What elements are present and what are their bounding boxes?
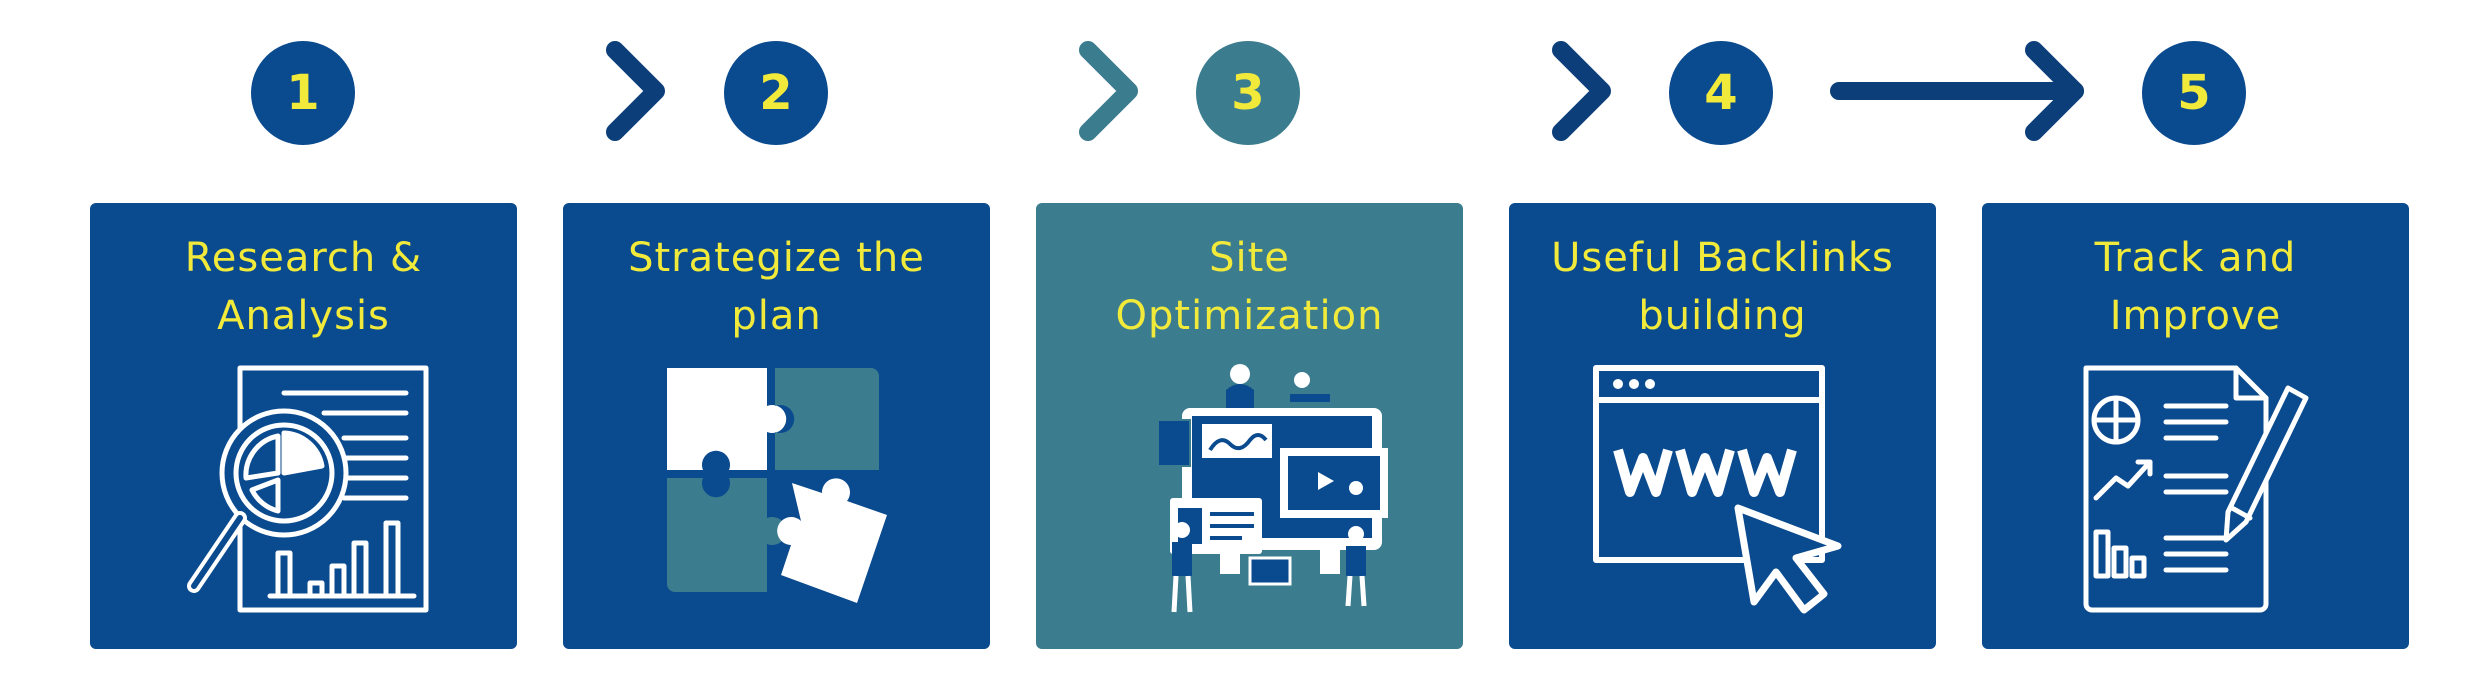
step-4-number-circle: 4 — [1669, 41, 1773, 145]
arrow-4-to-5-icon — [1830, 41, 2084, 141]
step-1-number-circle: 1 — [251, 41, 355, 145]
magnifier-report-icon — [186, 365, 428, 613]
step-1-card: Research & Analysis — [90, 203, 517, 649]
step-4-number: 4 — [1704, 65, 1738, 121]
step-4-title-line-2: building — [1638, 293, 1807, 339]
arrow-2-to-3-icon — [884, 41, 1138, 141]
step-5-card: Track and Improve — [1982, 203, 2409, 649]
step-1-title: Research & Analysis — [90, 229, 517, 345]
step-5-number: 5 — [2177, 65, 2211, 121]
arrow-3-to-4-icon — [1357, 41, 1611, 141]
step-2-title-line-1: Strategize the — [628, 235, 925, 281]
step-1-title-line-1: Research & — [184, 235, 423, 281]
step-1-number: 1 — [286, 65, 320, 121]
step-4-card: Useful Backlinks building — [1509, 203, 1936, 649]
step-3-title: Site Optimization — [1036, 229, 1463, 345]
step-3-title-line-2: Optimization — [1115, 293, 1384, 339]
step-5-title-line-2: Improve — [2109, 293, 2282, 339]
step-3-title-line-1: Site — [1209, 235, 1290, 281]
website-team-icon — [1156, 364, 1388, 613]
step-2-card: Strategize the plan — [563, 203, 990, 649]
step-4-title: Useful Backlinks building — [1509, 229, 1936, 345]
step-5-number-circle: 5 — [2142, 41, 2246, 145]
step-3-number-circle: 3 — [1196, 41, 1300, 145]
step-5-title: Track and Improve — [1982, 229, 2409, 345]
step-1-title-line-2: Analysis — [217, 293, 390, 339]
report-pencil-icon — [2083, 365, 2308, 613]
step-2-title: Strategize the plan — [563, 229, 990, 345]
step-3-number: 3 — [1231, 65, 1265, 121]
arrow-1-to-2-icon — [411, 41, 665, 141]
www-browser-cursor-icon — [1592, 365, 1841, 614]
step-5-title-line-1: Track and — [2094, 235, 2297, 281]
step-2-number: 2 — [759, 65, 793, 121]
step-2-title-line-2: plan — [731, 293, 822, 339]
puzzle-icon — [666, 368, 887, 603]
step-2-number-circle: 2 — [724, 41, 828, 145]
step-4-title-line-1: Useful Backlinks — [1551, 235, 1894, 281]
step-3-card: Site Optimization — [1036, 203, 1463, 649]
